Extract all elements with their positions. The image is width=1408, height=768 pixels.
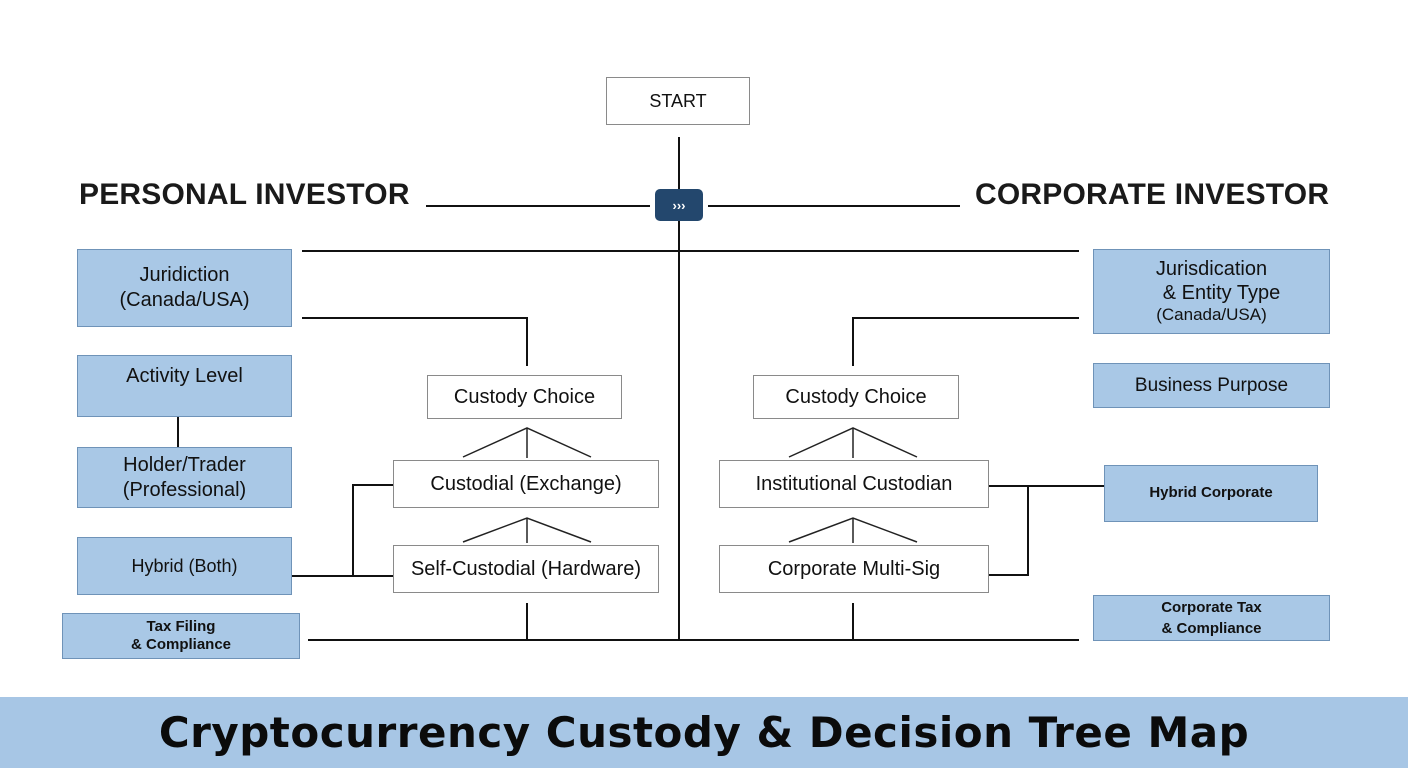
corporate-tax-line2: & Compliance <box>1161 620 1262 637</box>
hybrid-corporate-node: Hybrid Corporate <box>1104 465 1318 522</box>
corporate-jurisdiction-node: Jurisdication & Entity Type (Canada/USA) <box>1093 249 1330 334</box>
tax-filing-node: Tax Filing & Compliance <box>62 613 300 659</box>
institutional-custodian-node: Institutional Custodian <box>719 460 989 508</box>
corporate-tax-line1: Corporate Tax <box>1161 599 1262 616</box>
institutional-custodian-label: Institutional Custodian <box>755 472 953 495</box>
hybrid-both-label: Hybrid (Both) <box>131 555 238 576</box>
hybrid-corporate-label: Hybrid Corporate <box>1149 484 1273 502</box>
hybrid-both-node: Hybrid (Both) <box>77 537 292 595</box>
corporate-jurisdiction-line2: & Entity Type <box>1162 282 1281 305</box>
corporate-investor-heading: CORPORATE INVESTOR <box>975 178 1330 211</box>
personal-jurisdiction-line1: Juridiction <box>139 264 230 286</box>
holder-trader-node: Holder/Trader (Professional) <box>77 447 292 508</box>
corporate-custody-choice-label: Custody Choice <box>785 385 927 408</box>
business-purpose-label: Business Purpose <box>1134 374 1289 396</box>
holder-trader-line1: Holder/Trader <box>123 453 246 476</box>
start-node: START <box>606 77 750 125</box>
page-title: Cryptocurrency Custody & Decision Tree M… <box>158 708 1250 757</box>
personal-jurisdiction-line2: (Canada/USA) <box>119 289 250 311</box>
corporate-multisig-label: Corporate Multi-Sig <box>767 557 941 580</box>
custodial-exchange-label: Custodial (Exchange) <box>430 472 622 495</box>
business-purpose-node: Business Purpose <box>1093 363 1330 408</box>
corporate-custody-choice-node: Custody Choice <box>753 375 959 419</box>
hub-label: ››› <box>672 197 686 213</box>
custodial-exchange-node: Custodial (Exchange) <box>393 460 659 508</box>
personal-custody-choice-node: Custody Choice <box>427 375 622 419</box>
footer-band: Cryptocurrency Custody & Decision Tree M… <box>0 697 1408 768</box>
corporate-jurisdiction-line1: Jurisdication <box>1155 258 1268 281</box>
personal-custody-choice-label: Custody Choice <box>453 385 596 408</box>
corporate-multisig-node: Corporate Multi-Sig <box>719 545 989 593</box>
tax-filing-line2: & Compliance <box>130 636 232 653</box>
tax-filing-line1: Tax Filing <box>146 618 216 635</box>
corporate-jurisdiction-line3: (Canada/USA) <box>1156 305 1267 325</box>
corporate-tax-node: Corporate Tax & Compliance <box>1093 595 1330 641</box>
start-label: START <box>649 90 707 111</box>
holder-trader-line2: (Professional) <box>122 478 247 501</box>
self-custodial-label: Self-Custodial (Hardware) <box>410 557 642 580</box>
personal-investor-heading: PERSONAL INVESTOR <box>79 178 410 211</box>
self-custodial-node: Self-Custodial (Hardware) <box>393 545 659 593</box>
personal-jurisdiction-node: Juridiction (Canada/USA) <box>77 249 292 327</box>
activity-level-label: Activity Level <box>126 365 243 387</box>
activity-level-node: Activity Level <box>77 355 292 417</box>
decision-hub-icon: ››› <box>655 189 703 221</box>
